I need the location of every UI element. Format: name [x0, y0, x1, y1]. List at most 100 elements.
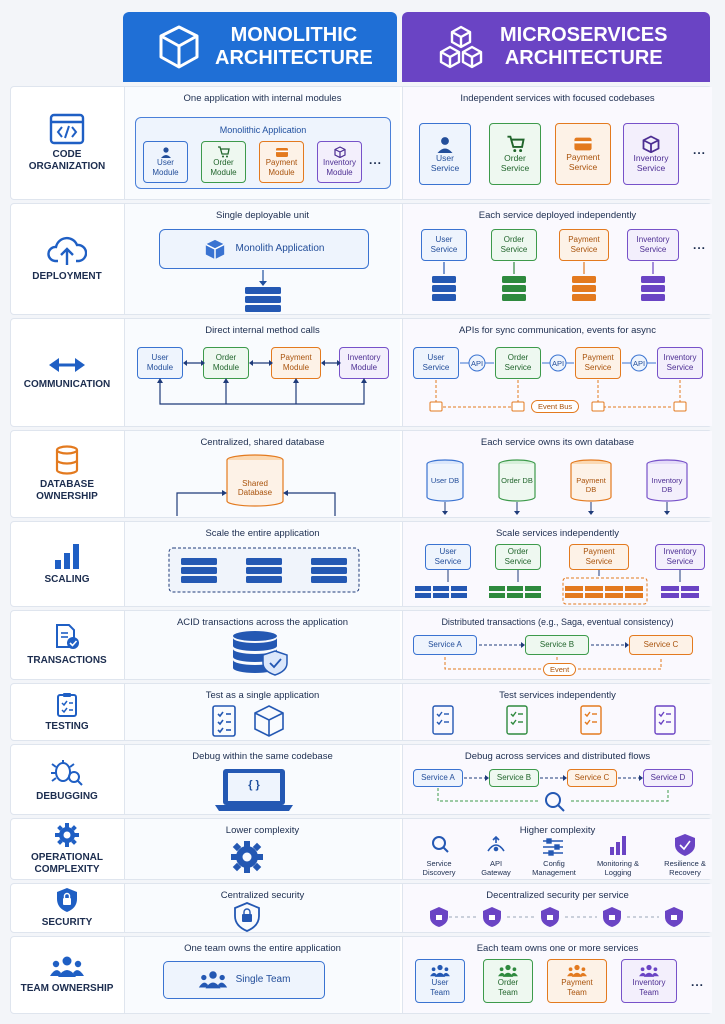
database-shield-icon	[233, 631, 288, 676]
microservices-cell: APIs for sync communication, events for …	[402, 319, 712, 426]
microservices-cell: Each service deployed independently User…	[402, 204, 712, 314]
box-icon	[333, 146, 346, 158]
row-team-ownership: TEAM OWNERSHIP One team owns the entire …	[10, 936, 712, 1014]
microservices-cell: Each team owns one or more services User…	[402, 937, 712, 1013]
caption: Test as a single application	[205, 690, 320, 701]
row-label: COMMUNICATION	[11, 319, 123, 426]
module-payment: Payment Module	[259, 141, 304, 183]
event-bus: Event Bus	[531, 400, 580, 413]
microservices-cell: Independent services with focused codeba…	[402, 87, 712, 199]
team-inventory: Inventory Team	[621, 959, 677, 1003]
module-user: User Module	[143, 141, 188, 183]
caption: Debug across services and distributed fl…	[464, 751, 651, 762]
api-badge: API	[632, 359, 646, 368]
ops-tool-icons	[432, 834, 695, 856]
service-c: Service C	[629, 635, 693, 655]
database-icon	[55, 445, 79, 475]
single-team-box: Single Team	[163, 961, 325, 999]
caption: Scale services independently	[495, 528, 620, 539]
service-shield-icons	[430, 907, 683, 927]
row-label: OPERATIONAL COMPLEXITY	[11, 819, 123, 879]
scaled-server-groups	[415, 570, 699, 605]
caption: Each service deployed independently	[478, 210, 637, 221]
monolithic-cell: One team owns the entire application Sin…	[124, 937, 400, 1013]
caption: Each team owns one or more services	[476, 943, 639, 954]
api-badge: API	[551, 359, 565, 368]
db-inventory: Inventory DB	[651, 476, 683, 494]
tool-monitoring-logging: Monitoring & Logging	[596, 859, 640, 877]
monolithic-cell: Single deployable unit Monolith Applicat…	[124, 204, 400, 314]
service-inventory: Inventory Service	[623, 123, 679, 185]
cube-icon	[205, 239, 225, 260]
row-debugging: DEBUGGING Debug within the same codebase…	[10, 744, 712, 815]
caption: Direct internal method calls	[205, 325, 320, 336]
caption: Centralized security	[220, 890, 305, 901]
clipboard-icon	[57, 693, 77, 717]
bidirectional-arrow-icon	[49, 357, 85, 372]
row-testing: TESTING Test as a single application Tes…	[10, 683, 712, 741]
cubes-icon	[439, 25, 483, 69]
test-icons	[212, 705, 284, 737]
team-icon	[498, 964, 518, 977]
team-payment: Payment Team	[547, 959, 607, 1003]
caption: APIs for sync communication, events for …	[459, 325, 656, 336]
service-a: Service A	[413, 769, 463, 787]
bar-chart-icon	[55, 544, 79, 569]
caption: Lower complexity	[225, 825, 300, 836]
box-icon	[642, 135, 660, 153]
shield-lock-icon	[234, 902, 260, 932]
service-order: Order Service	[489, 123, 541, 185]
db-payment: Payment DB	[576, 476, 606, 494]
tool-api-gateway: API Gateway	[481, 859, 511, 877]
monolithic-cell: Direct internal method calls User Module…	[124, 319, 400, 426]
service-user: User Service	[425, 544, 471, 570]
monolithic-cell: One application with internal modules Mo…	[124, 87, 400, 199]
caption: One team owns the entire application	[184, 943, 341, 954]
module-order: Order Module	[201, 141, 246, 183]
row-label: TEAM OWNERSHIP	[11, 937, 123, 1013]
more-indicator: ...	[693, 143, 707, 157]
api-badge: API	[470, 359, 484, 368]
monolithic-cell: ACID transactions across the application	[124, 611, 400, 679]
code-braces: { }	[248, 779, 260, 791]
module-user: User Module	[137, 347, 183, 379]
card-icon	[275, 147, 288, 157]
team-icon	[639, 964, 659, 977]
microservices-cell: Scale services independently User Servic…	[402, 522, 712, 606]
user-icon	[160, 147, 171, 158]
document-check-icon	[56, 624, 79, 649]
service-databases	[426, 459, 688, 515]
service-payment: Payment Service	[569, 544, 629, 570]
db-order: Order DB	[501, 476, 533, 485]
more-indicator: ...	[693, 238, 707, 252]
microservices-cell: Decentralized security per service	[402, 884, 712, 932]
server-stack-icon	[245, 270, 281, 312]
service-user: User Service	[413, 347, 459, 379]
cube-icon	[159, 25, 199, 69]
team-user: User Team	[415, 959, 465, 1003]
monolithic-cell: Debug within the same codebase { }	[124, 745, 400, 814]
team-icon	[50, 956, 84, 977]
laptop-icon	[215, 769, 293, 811]
more-indicator: ...	[691, 975, 705, 989]
monolith-application-box: Monolith Application	[159, 229, 369, 269]
db-user: User DB	[430, 476, 460, 485]
cloud-upload-icon	[47, 236, 87, 265]
row-code-organization: CODE ORGANIZATION One application with i…	[10, 86, 712, 200]
service-c: Service C	[567, 769, 617, 787]
microservices-cell: Each service owns its own database User …	[402, 431, 712, 517]
saga-flow	[444, 642, 662, 670]
service-payment: Payment Service	[575, 347, 621, 379]
api-links	[429, 354, 687, 412]
caption: Distributed transactions (e.g., Saga, ev…	[441, 617, 674, 627]
caption: Debug within the same codebase	[192, 751, 333, 762]
event-badge: Event	[543, 663, 577, 676]
service-user: User Service	[421, 229, 467, 261]
tool-resilience-recovery: Resilience & Recovery	[664, 859, 706, 877]
caption: Scale the entire application	[205, 528, 320, 539]
caption: Single deployable unit	[216, 210, 309, 221]
service-a: Service A	[413, 635, 477, 655]
service-order: Order Service	[491, 229, 537, 261]
microservices-cell: Debug across services and distributed fl…	[402, 745, 712, 814]
